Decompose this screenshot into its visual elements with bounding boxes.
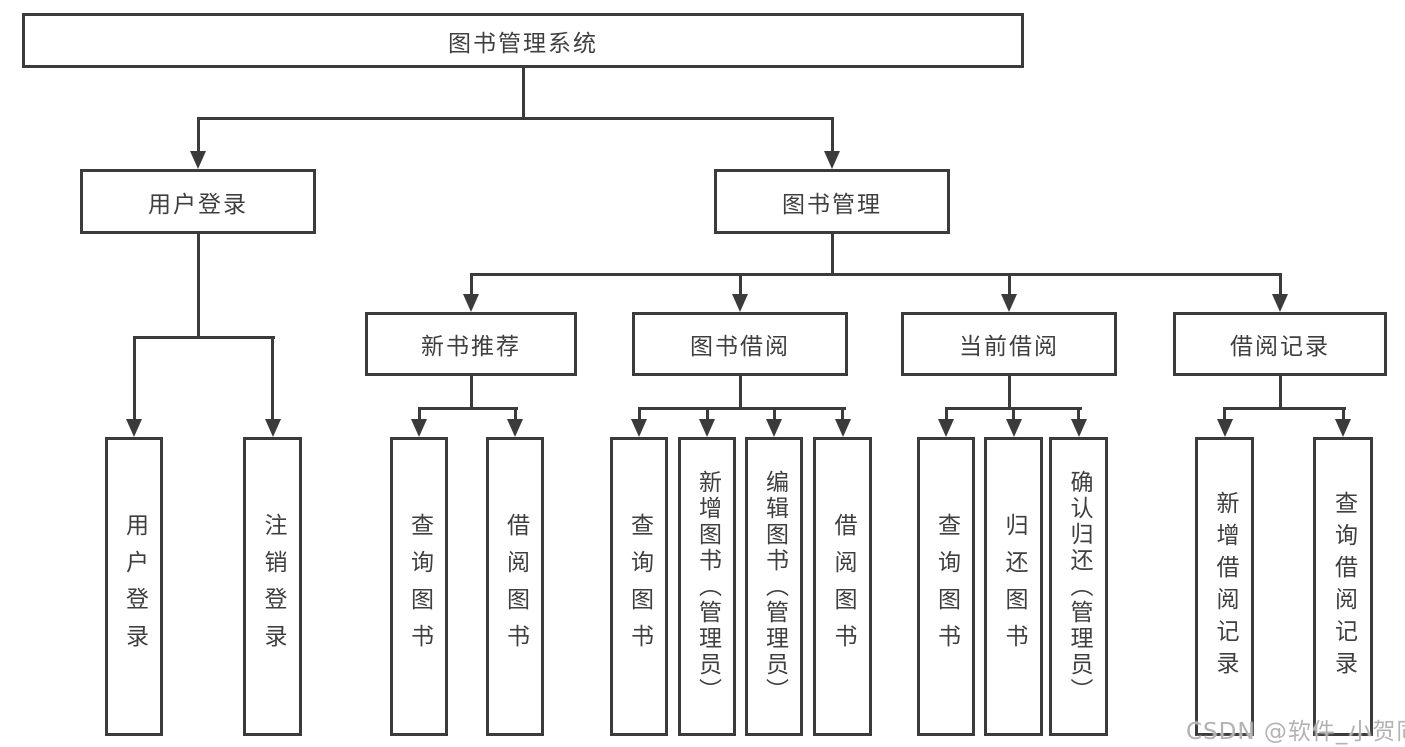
leaf-edit-books-admin: 编辑图书（管理员） bbox=[745, 437, 803, 736]
connector-drop bbox=[132, 336, 136, 421]
arrow-down-icon bbox=[1001, 294, 1017, 312]
leaf-add-books-admin: 新增图书（管理员） bbox=[678, 437, 736, 736]
node-label: 借阅图书 bbox=[830, 512, 856, 661]
node-label: 图书管理系统 bbox=[448, 30, 598, 57]
leaf-query-books-current: 查询图书 bbox=[917, 437, 975, 736]
node-label: 查询图书 bbox=[933, 512, 960, 661]
node-label: 查询借阅记录 bbox=[1330, 490, 1357, 683]
node-book-management-system: 图书管理系统 bbox=[22, 13, 1024, 68]
node-user-login-group: 用户登录 bbox=[80, 169, 316, 234]
connector-root-rail bbox=[196, 117, 834, 120]
arrow-down-icon bbox=[463, 294, 479, 312]
node-label: 新增图书（管理员） bbox=[694, 469, 721, 704]
arrow-down-icon bbox=[766, 419, 782, 437]
arrow-down-icon bbox=[699, 419, 715, 437]
node-label: 确认归还（管理员） bbox=[1066, 469, 1092, 704]
connector-drop bbox=[1278, 273, 1282, 296]
connector-drop bbox=[705, 407, 709, 422]
connector-rail bbox=[417, 407, 518, 410]
connector-drop bbox=[196, 117, 200, 153]
connector-rail bbox=[637, 407, 846, 410]
arrow-down-icon bbox=[824, 151, 840, 169]
connector-drop bbox=[1077, 407, 1080, 422]
node-borrowing-records: 借阅记录 bbox=[1173, 312, 1387, 376]
arrow-down-icon bbox=[834, 419, 851, 437]
node-label: 用户登录 bbox=[148, 191, 248, 218]
leaf-query-books-borrowing: 查询图书 bbox=[610, 437, 668, 736]
connector-stem bbox=[830, 234, 834, 273]
connector-root-stem bbox=[521, 68, 525, 117]
connector-stem bbox=[469, 376, 473, 407]
arrow-down-icon bbox=[1005, 419, 1022, 437]
connector-drop bbox=[1012, 407, 1015, 422]
arrow-down-icon bbox=[938, 419, 954, 437]
node-label: 图书借阅 bbox=[690, 334, 790, 360]
leaf-logout: 注销登录 bbox=[243, 437, 302, 736]
connector-drop bbox=[738, 273, 742, 296]
node-book-management-group: 图书管理 bbox=[714, 169, 950, 234]
connector-drop bbox=[469, 273, 473, 296]
arrow-down-icon bbox=[1070, 419, 1087, 437]
connector-rail bbox=[132, 336, 275, 339]
arrow-down-icon bbox=[1216, 419, 1233, 437]
connector-drop bbox=[772, 407, 776, 422]
connector-stem bbox=[196, 234, 200, 336]
leaf-borrow-books: 借阅图书 bbox=[813, 437, 872, 736]
node-book-borrowing: 图书借阅 bbox=[632, 312, 848, 376]
node-label: 归还图书 bbox=[1001, 512, 1027, 661]
connector-drop bbox=[1007, 273, 1011, 296]
leaf-borrow-books-recommend: 借阅图书 bbox=[486, 437, 544, 736]
node-current-borrowing: 当前借阅 bbox=[901, 312, 1117, 376]
connector-drop bbox=[944, 407, 948, 422]
node-label: 注销登录 bbox=[260, 512, 286, 661]
arrow-down-icon bbox=[732, 294, 748, 312]
arrow-down-icon bbox=[126, 419, 142, 437]
csdn-watermark: CSDN @软件_小贺同学 bbox=[1186, 719, 1405, 745]
connector-drop bbox=[830, 117, 834, 153]
node-label: 查询图书 bbox=[406, 512, 433, 661]
arrow-down-icon bbox=[1272, 294, 1288, 312]
connector-rail bbox=[1223, 407, 1346, 410]
connector-drop bbox=[417, 407, 421, 422]
leaf-query-borrow-record: 查询借阅记录 bbox=[1313, 437, 1373, 736]
node-label: 编辑图书（管理员） bbox=[761, 469, 788, 704]
connector-stem bbox=[738, 376, 742, 407]
connector-stem bbox=[1007, 376, 1011, 407]
connector-drop bbox=[1341, 407, 1345, 422]
connector-drop bbox=[637, 407, 641, 422]
connector-drop bbox=[1223, 407, 1226, 422]
connector-drop bbox=[513, 407, 517, 422]
node-label: 借阅图书 bbox=[502, 512, 529, 661]
arrow-down-icon bbox=[264, 419, 281, 437]
leaf-user-login: 用户登录 bbox=[105, 437, 163, 736]
arrow-down-icon bbox=[411, 419, 427, 437]
node-label: 新书推荐 bbox=[421, 334, 521, 360]
connector-drop bbox=[841, 407, 844, 422]
leaf-return-books: 归还图书 bbox=[984, 437, 1043, 736]
arrow-down-icon bbox=[631, 419, 647, 437]
leaf-query-books-recommend: 查询图书 bbox=[390, 437, 448, 736]
node-label: 当前借阅 bbox=[959, 334, 1059, 360]
arrow-down-icon bbox=[1335, 419, 1351, 437]
connector-stem bbox=[1278, 376, 1282, 407]
node-label: 图书管理 bbox=[782, 191, 882, 218]
node-label: 新增借阅记录 bbox=[1212, 490, 1238, 683]
node-label: 查询图书 bbox=[626, 512, 653, 661]
node-new-book-recommend: 新书推荐 bbox=[365, 312, 577, 376]
connector-rail bbox=[469, 273, 1281, 276]
arrow-down-icon bbox=[507, 419, 523, 437]
leaf-confirm-return-admin: 确认归还（管理员） bbox=[1049, 437, 1108, 736]
arrow-down-icon bbox=[190, 151, 206, 169]
node-label: 用户登录 bbox=[121, 512, 148, 661]
connector-drop bbox=[271, 336, 274, 421]
leaf-add-borrow-record: 新增借阅记录 bbox=[1195, 437, 1254, 736]
node-label: 借阅记录 bbox=[1230, 334, 1330, 360]
